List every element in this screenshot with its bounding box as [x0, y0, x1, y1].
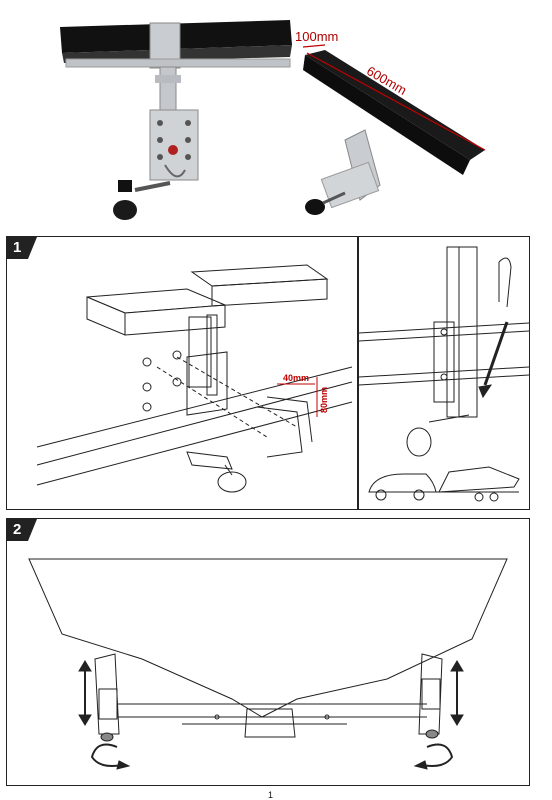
step-1-drawing: [36, 264, 353, 493]
pin-detail-drawing: [358, 246, 530, 502]
step-2-panel: 2: [6, 518, 530, 786]
product-photo-front: [50, 15, 305, 225]
product-photo-angled: 100mm 600mm: [285, 29, 515, 225]
dimension-width-label: 100mm: [295, 29, 339, 44]
dimension-80mm-label: 80mm: [319, 387, 329, 414]
dimension-40mm-label: 40mm: [283, 373, 310, 383]
step-1-badge: 1: [7, 237, 37, 259]
page-number: 1: [268, 790, 274, 800]
step-1-panel: 1: [6, 236, 358, 510]
step-2-drawing: [28, 558, 508, 770]
step-1-detail-panel: [358, 236, 530, 510]
step-2-badge: 2: [7, 519, 37, 541]
